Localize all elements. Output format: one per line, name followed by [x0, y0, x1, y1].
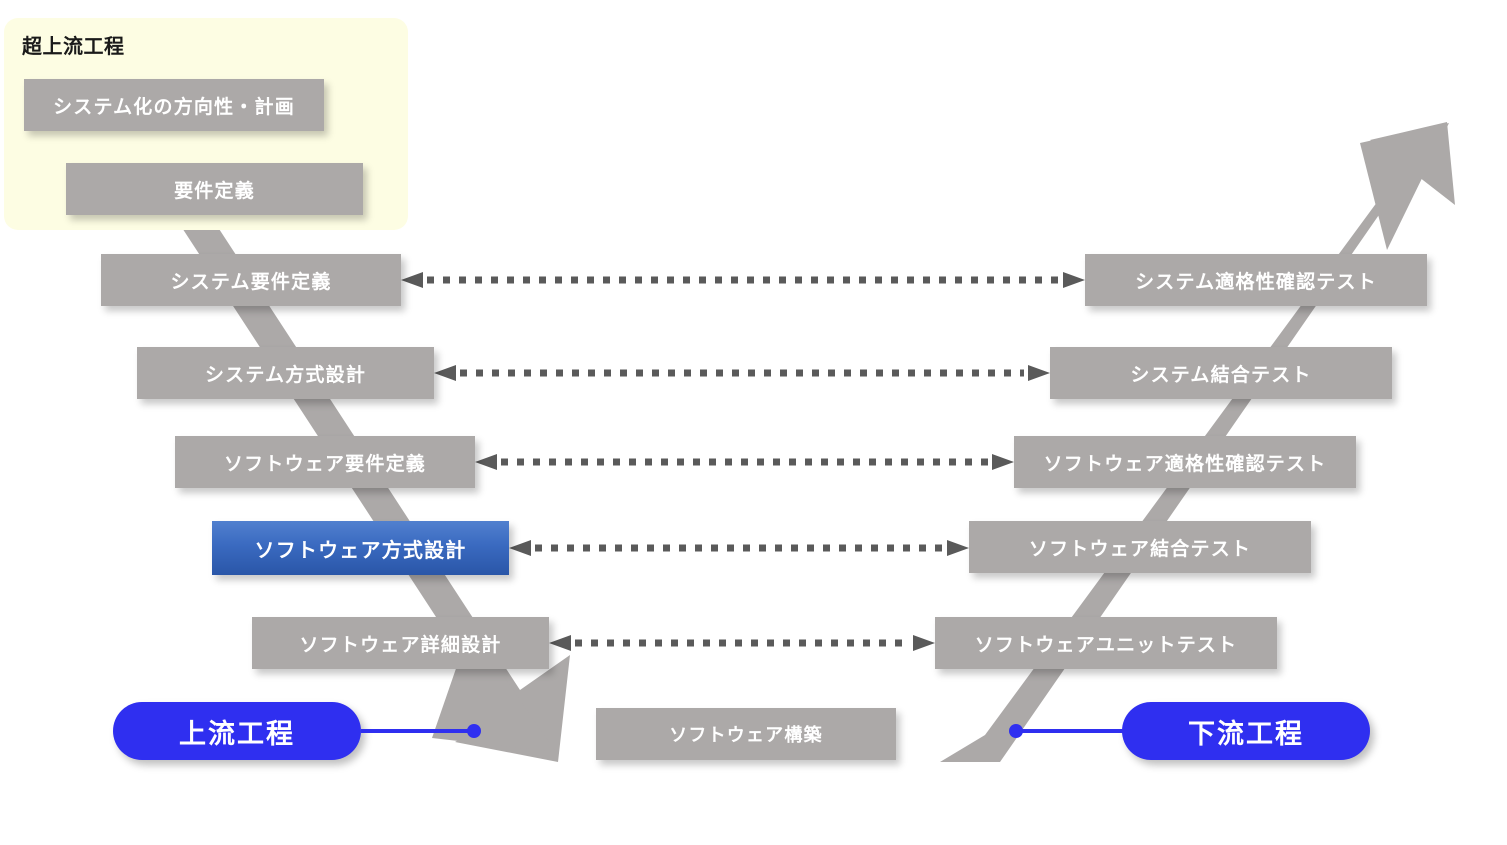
leader-line-upstream	[361, 729, 474, 733]
connector-software-detailed	[549, 635, 935, 651]
pill-label: 上流工程	[179, 718, 295, 749]
pill-label: 下流工程	[1188, 718, 1304, 749]
pill-upstream-process[interactable]: 上流工程	[113, 702, 361, 760]
descending-arrow-icon	[54, 68, 570, 762]
process-box-system-direction-plan[interactable]: システム化の方向性・計画	[24, 79, 324, 131]
process-box-system-requirements-definition[interactable]: システム要件定義	[101, 254, 401, 306]
test-box-software-integration-test[interactable]: ソフトウェア結合テスト	[969, 521, 1311, 573]
process-box-label: システム要件定義	[170, 271, 332, 293]
panel-title: 超上流工程	[22, 36, 125, 58]
process-box-label: ソフトウェア要件定義	[223, 453, 426, 475]
test-box-label: ソフトウェアユニットテスト	[974, 634, 1238, 656]
process-box-label: ソフトウェア構築	[669, 725, 823, 745]
process-box-software-construction[interactable]: ソフトウェア構築	[596, 708, 896, 760]
test-box-system-qualification-test[interactable]: システム適格性確認テスト	[1085, 254, 1427, 306]
process-box-label: システム方式設計	[204, 364, 367, 386]
process-box-software-architecture-design[interactable]: ソフトウェア方式設計	[212, 521, 509, 575]
connector-software-requirements	[475, 454, 1014, 470]
connector-software-architecture	[509, 540, 969, 556]
ascending-arrow-head-icon	[1360, 123, 1449, 250]
test-box-software-unit-test[interactable]: ソフトウェアユニットテスト	[935, 617, 1277, 669]
process-box-software-detailed-design[interactable]: ソフトウェア詳細設計	[252, 617, 549, 669]
process-box-label: 要件定義	[174, 180, 255, 202]
test-box-system-integration-test[interactable]: システム結合テスト	[1050, 347, 1392, 399]
process-box-requirements-definition[interactable]: 要件定義	[66, 163, 363, 215]
test-box-label: システム結合テスト	[1130, 364, 1312, 386]
process-box-system-architecture-design[interactable]: システム方式設計	[137, 347, 434, 399]
leader-dot-upstream	[467, 724, 481, 738]
connector-system-requirements	[401, 272, 1085, 288]
process-box-label: ソフトウェア詳細設計	[299, 634, 502, 656]
test-box-software-qualification-test[interactable]: ソフトウェア適格性確認テスト	[1014, 436, 1356, 488]
test-box-label: ソフトウェア適格性確認テスト	[1043, 453, 1327, 475]
pill-downstream-process[interactable]: 下流工程	[1122, 702, 1370, 760]
process-box-label: システム化の方向性・計画	[53, 96, 295, 118]
leader-line-downstream	[1022, 729, 1123, 733]
process-box-software-requirements-definition[interactable]: ソフトウェア要件定義	[175, 436, 475, 488]
leader-dot-downstream	[1009, 724, 1023, 738]
test-box-label: ソフトウェア結合テスト	[1028, 538, 1252, 560]
test-box-label: システム適格性確認テスト	[1135, 271, 1377, 293]
process-box-label: ソフトウェア方式設計	[254, 539, 467, 562]
connector-system-architecture	[434, 365, 1050, 381]
